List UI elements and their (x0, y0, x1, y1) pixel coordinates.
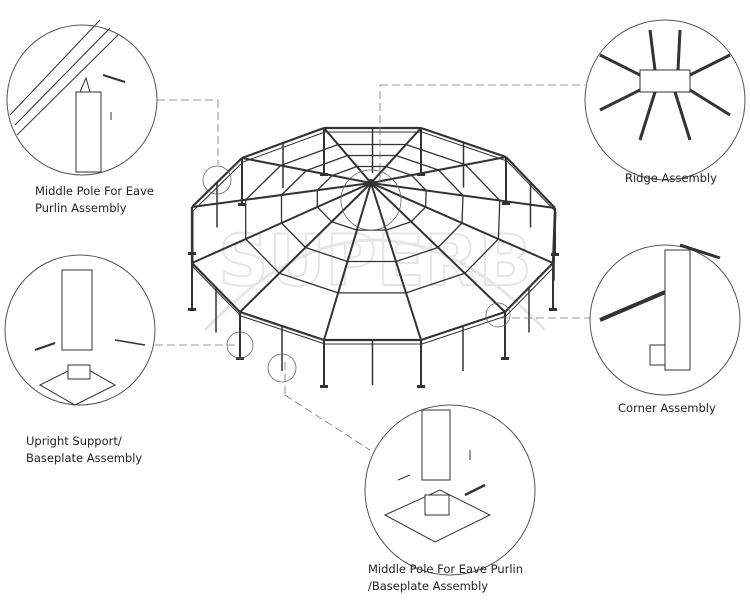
eave-purlin-inner (505, 266, 555, 317)
eave-purlin-inner (240, 315, 326, 345)
purlin (465, 164, 501, 201)
detail-marker (202, 165, 232, 195)
label-corner-assembly: Corner Assembly (618, 401, 716, 415)
purlin (438, 169, 464, 196)
detail-bracket (424, 494, 450, 516)
purlin (461, 195, 464, 224)
eave-purlin-inner (192, 161, 244, 212)
purlin (281, 170, 307, 196)
detail-bracket (79, 76, 91, 93)
eave-purlin-inner (421, 315, 507, 345)
detail-clip (397, 474, 411, 481)
purlin (410, 206, 427, 223)
purlin (281, 222, 306, 248)
purlin (395, 246, 439, 263)
detail-connector (649, 344, 666, 366)
detail-pin (464, 483, 486, 497)
detail-marker (267, 353, 297, 383)
baseplate (188, 308, 196, 311)
eave-purlin-inner (242, 131, 326, 163)
purlin (245, 238, 280, 274)
detail-purlin (16, 34, 119, 136)
callout-middle-pole-baseplate (364, 404, 536, 576)
purlin (424, 190, 427, 208)
detail-rafter-end (599, 88, 641, 112)
callout-ridge-assembly (584, 19, 746, 181)
label-line: Baseplate Assembly (26, 451, 143, 465)
purlin (332, 165, 358, 177)
detail-rafter-end (676, 29, 682, 71)
watermark-arc (203, 238, 547, 332)
detail-bracket (67, 364, 91, 380)
detail-rafter-end (689, 53, 731, 77)
purlin (316, 175, 333, 191)
detail-purlin (9, 19, 101, 116)
detail-rafter-end (689, 88, 731, 117)
label-line: Middle Pole For Eave Purlin (368, 562, 524, 576)
detail-eave-beam (599, 288, 671, 322)
detail-rafter-end (599, 53, 641, 77)
purlin (331, 221, 358, 231)
label-line: /Baseplate Assembly (368, 579, 489, 593)
purlin (280, 143, 339, 167)
baseplate (502, 202, 510, 205)
purlin (305, 246, 348, 263)
detail-ridge-plate (639, 69, 691, 93)
detail-pole (421, 409, 451, 481)
ridge-hub (367, 179, 375, 187)
purlin (411, 174, 427, 191)
baseplate (549, 308, 557, 311)
purlin (464, 238, 499, 274)
purlin (437, 222, 463, 248)
label-middle-pole-eave-purlin: Middle Pole For Eave Purlin Assembly (35, 183, 154, 217)
detail-upright (61, 269, 93, 351)
detail-pin (34, 342, 56, 351)
detail-marker (340, 169, 402, 231)
eave-purlin-inner (506, 160, 557, 213)
detail-marker (485, 302, 511, 328)
label-line: Purlin Assembly (35, 201, 127, 215)
baseplate (417, 173, 425, 176)
label-upright-baseplate: Upright Support/ Baseplate Assembly (26, 433, 142, 467)
detail-rafter-end (648, 29, 657, 71)
purlin (316, 206, 333, 223)
purlin (497, 200, 501, 240)
purlin (405, 272, 466, 294)
detail-rafter-end (638, 91, 657, 141)
baseplate (188, 252, 196, 255)
baseplate (417, 385, 425, 388)
detail-rafter-end (673, 91, 692, 141)
label-line: Middle Pole For Eave (35, 184, 154, 198)
label-line: Upright Support/ (26, 434, 122, 448)
purlin (385, 165, 412, 176)
detail-pin (102, 74, 126, 83)
purlin (385, 221, 412, 231)
label-ridge-assembly: Ridge Assembly (625, 171, 717, 185)
leader-line (284, 394, 371, 451)
baseplate (551, 253, 559, 256)
detail-baseplate (383, 489, 492, 543)
detail-purlin (14, 27, 111, 126)
detail-baseplate (38, 364, 117, 406)
purlin (279, 272, 339, 294)
purlin (306, 154, 348, 172)
eave-purlin-inner (192, 266, 242, 317)
detail-side-beam (679, 243, 721, 260)
baseplate (236, 357, 244, 360)
detail-corner-upright (664, 249, 691, 371)
purlin (245, 165, 282, 201)
eave-purlin-inner (421, 131, 508, 162)
baseplate (320, 385, 328, 388)
purlin (405, 143, 466, 166)
detail-marker (226, 331, 254, 359)
baseplate (238, 203, 246, 206)
baseplate (501, 357, 509, 360)
label-middle-pole-baseplate: Middle Pole For Eave Purlin /Baseplate A… (368, 561, 523, 595)
purlin (395, 154, 439, 171)
detail-pole (75, 91, 102, 173)
detail-bolt (114, 339, 146, 346)
